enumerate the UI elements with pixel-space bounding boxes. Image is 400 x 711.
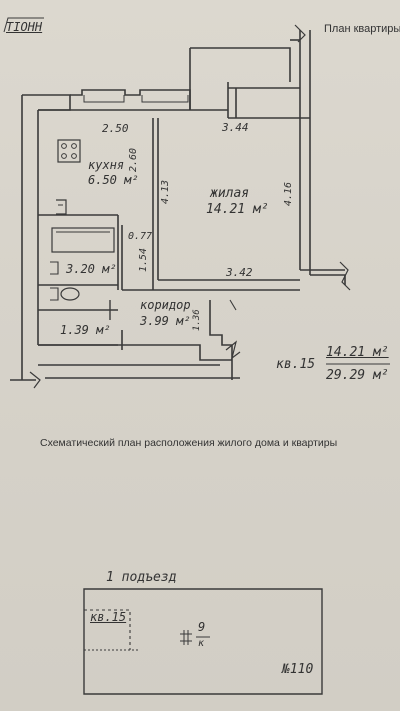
bath-area: 3.20 м² [66, 262, 117, 276]
wc-area: 1.39 м² [60, 323, 111, 337]
dim-kitchen-right: 2.60 [128, 147, 139, 172]
building-suffix: к [198, 638, 205, 649]
dim-living-left: 4.13 [160, 179, 171, 204]
living-area: 14.21 м² [206, 202, 269, 217]
building-number: 9 [198, 620, 206, 634]
corridor-name: коридор [140, 298, 191, 312]
dim-living-top: 3.44 [222, 121, 249, 134]
dim-living-right: 4.16 [283, 181, 294, 206]
sheet-number: №110 [282, 662, 314, 677]
dim-kitchen-top: 2.50 [102, 122, 129, 135]
plan-title: План квартиры [324, 23, 400, 35]
corridor-area: 3.99 м² [140, 314, 191, 328]
stamp-text: TIOHH [6, 20, 43, 34]
entrance-label: 1 подъезд [106, 570, 177, 585]
summary-total-area: 29.29 м² [326, 368, 389, 383]
kitchen-area: 6.50 м² [88, 173, 139, 187]
summary-apartment: кв.15 [276, 357, 316, 372]
dim-corridor-right: 1.36 [192, 309, 202, 331]
dim-living-bottom: 3.42 [226, 266, 253, 279]
summary-living-area: 14.21 м² [326, 345, 389, 360]
scheme-caption: Схематический план расположения жилого д… [40, 437, 338, 449]
scheme-apartment-label: кв.15 [90, 610, 127, 624]
dim-bath-top: 0.77 [128, 231, 153, 242]
kitchen-name: кухня [88, 158, 125, 172]
living-name: жилая [210, 186, 250, 201]
dim-bath-side: 1.54 [138, 247, 149, 272]
